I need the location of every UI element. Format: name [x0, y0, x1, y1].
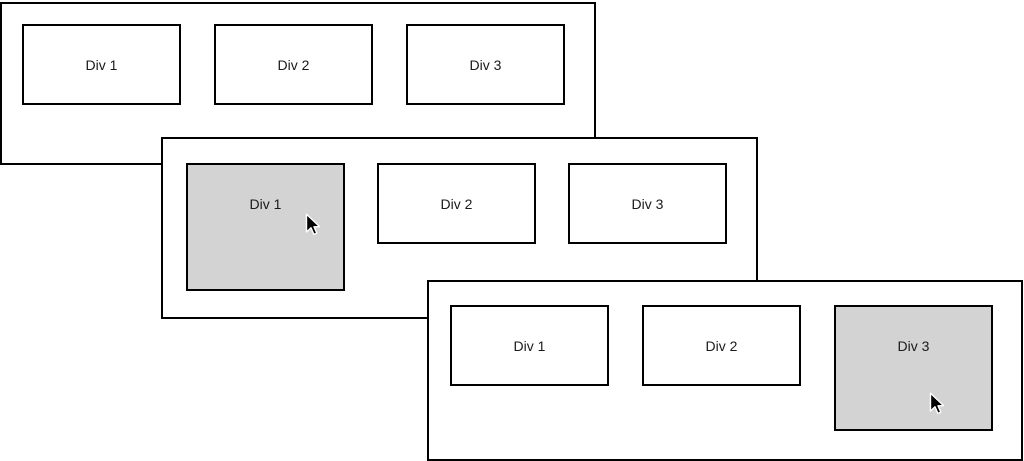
container-3-row: Div 1 Div 2 Div 3	[450, 305, 993, 431]
container-2-div-2-label: Div 2	[440, 196, 473, 212]
container-3-div-3[interactable]: Div 3	[834, 305, 993, 431]
container-2-div-1-label: Div 1	[249, 196, 282, 212]
container-1-div-1-label: Div 1	[85, 57, 118, 73]
container-1-div-2-label: Div 2	[277, 57, 310, 73]
container-3-div-1[interactable]: Div 1	[450, 305, 609, 386]
container-1-div-1[interactable]: Div 1	[22, 24, 181, 105]
container-3-div-3-label: Div 3	[897, 338, 930, 354]
container-2-div-3-label: Div 3	[631, 196, 664, 212]
container-1-row: Div 1 Div 2 Div 3	[22, 24, 565, 105]
container-2-div-3[interactable]: Div 3	[568, 163, 727, 244]
container-1-div-2[interactable]: Div 2	[214, 24, 373, 105]
container-2-div-2[interactable]: Div 2	[377, 163, 536, 244]
container-2-row: Div 1 Div 2 Div 3	[186, 163, 727, 291]
container-3[interactable]: Div 1 Div 2 Div 3	[427, 280, 1023, 461]
container-2-div-1[interactable]: Div 1	[186, 163, 345, 291]
container-1-div-3[interactable]: Div 3	[406, 24, 565, 105]
container-3-div-2-label: Div 2	[705, 338, 738, 354]
container-3-div-2[interactable]: Div 2	[642, 305, 801, 386]
container-1-div-3-label: Div 3	[469, 57, 502, 73]
container-3-div-1-label: Div 1	[513, 338, 546, 354]
